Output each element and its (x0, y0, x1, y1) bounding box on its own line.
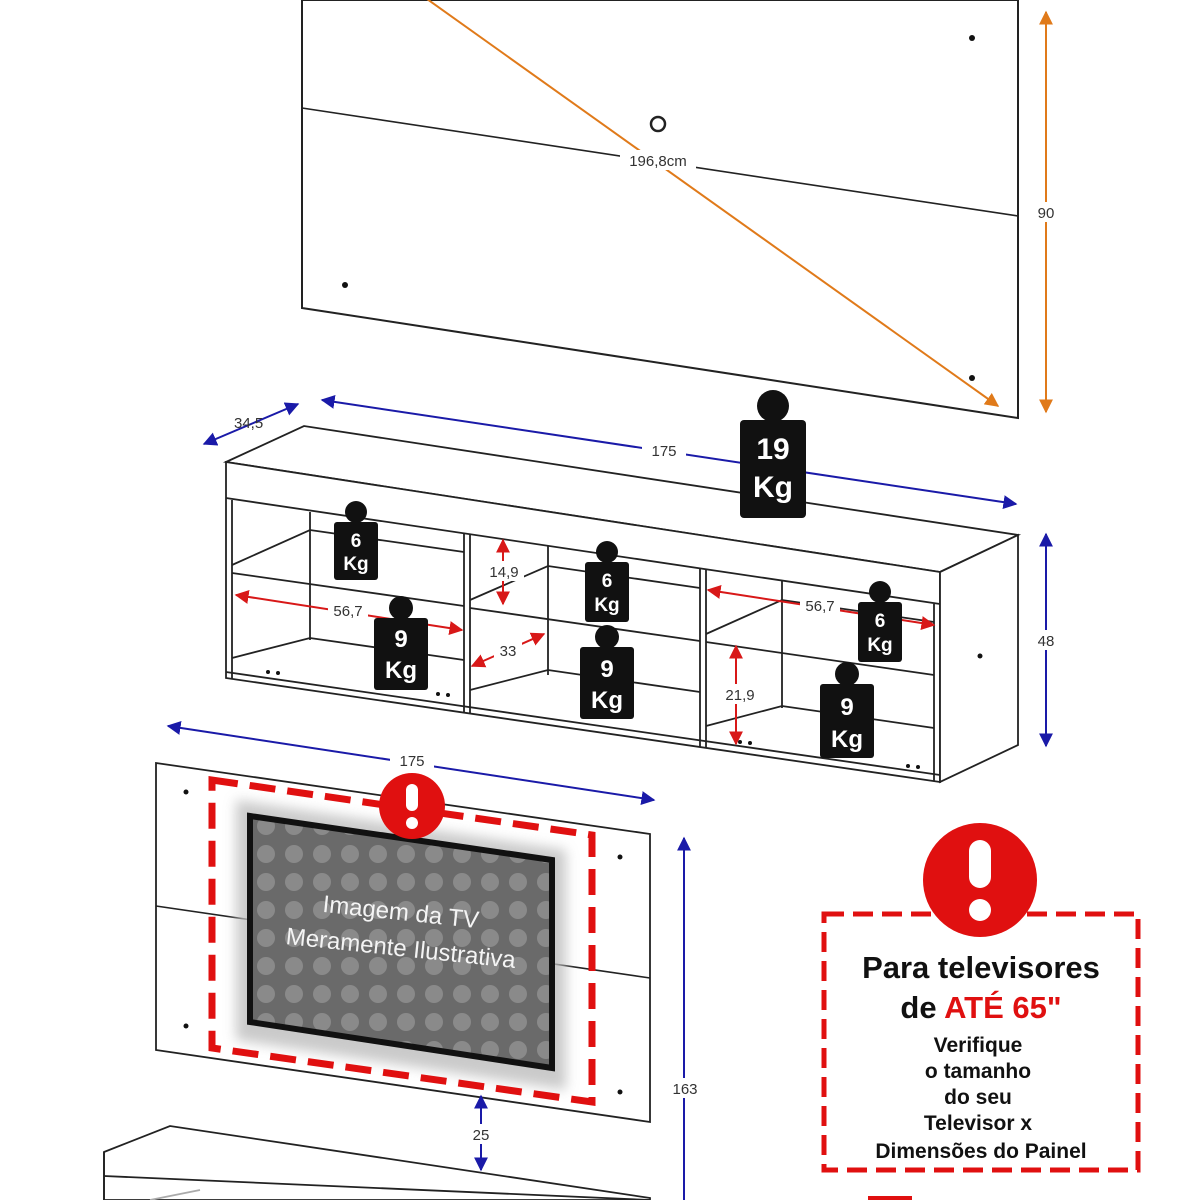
svg-text:Kg: Kg (594, 595, 619, 616)
svg-text:6: 6 (351, 531, 362, 552)
rack-depth-label: 34,5 (234, 415, 263, 432)
rack-depth-arrow (202, 402, 300, 446)
weight-tag-right-upper: 6 Kg (858, 581, 902, 662)
notice-body-line1: Verifique (934, 1034, 1023, 1057)
svg-text:6: 6 (602, 571, 613, 592)
notice-body-line5: Dimensões do Painel (875, 1140, 1086, 1163)
svg-text:9: 9 (840, 694, 853, 721)
assembly-rack-partial (103, 1125, 651, 1200)
weight-tag-right-lower: 9 Kg (820, 662, 874, 758)
notice-body-line4: Televisor x (924, 1112, 1032, 1135)
tv-size-limit-frame (208, 775, 596, 1107)
svg-text:6: 6 (875, 611, 886, 632)
niche-height-small-label: 14,9 (489, 564, 518, 581)
niche-depth-label: 33 (500, 643, 517, 660)
shelf-width-left-label: 56,7 (333, 603, 362, 620)
niche-height-large-label: 21,9 (725, 687, 754, 704)
cable-hole-icon (649, 115, 667, 133)
notice-title-line2: de ATÉ 65" (900, 990, 1061, 1025)
warning-icon-small (379, 773, 445, 839)
svg-text:Kg: Kg (591, 687, 623, 714)
tv-size-notice: Para televisores de ATÉ 65" Verifique o … (821, 823, 1141, 1173)
weight-tag-left-upper: 6 Kg (334, 501, 378, 580)
svg-text:Kg: Kg (753, 471, 793, 504)
svg-text:Kg: Kg (343, 554, 368, 575)
svg-text:Kg: Kg (385, 657, 417, 684)
weight-tag-mid-upper: 6 Kg (585, 541, 629, 622)
diagonal-label: 196,8cm (629, 153, 687, 170)
tv-screen (247, 812, 555, 1072)
svg-text:9: 9 (600, 656, 613, 683)
rack-height-label: 48 (1038, 633, 1055, 650)
svg-text:19: 19 (756, 433, 789, 466)
rack (222, 425, 1022, 784)
warning-icon-large (923, 823, 1037, 937)
weight-tag-top: 19 Kg (740, 390, 806, 518)
rack-screw-dots (266, 653, 983, 769)
assembly-width-label: 175 (399, 753, 424, 770)
top-panel (301, 0, 1019, 420)
gap-label: 25 (473, 1127, 490, 1144)
notice-title-line1: Para televisores (862, 950, 1100, 985)
svg-text:9: 9 (394, 626, 407, 653)
notice-body-line3: do seu (944, 1086, 1012, 1109)
diagonal-arrow (426, 0, 1000, 407)
notice-body-line2: o tamanho (925, 1060, 1031, 1083)
assembly-height-label: 163 (672, 1081, 697, 1098)
panel-height-label: 90 (1038, 205, 1055, 222)
weight-tag-left-lower: 9 Kg (374, 596, 428, 690)
bottom-red-fragment (868, 1196, 912, 1200)
weight-tag-mid-lower: 9 Kg (580, 625, 634, 719)
shelf-width-right-label: 56,7 (805, 598, 834, 615)
svg-text:Kg: Kg (867, 635, 892, 656)
rack-width-label: 175 (651, 443, 676, 460)
svg-text:Kg: Kg (831, 726, 863, 753)
